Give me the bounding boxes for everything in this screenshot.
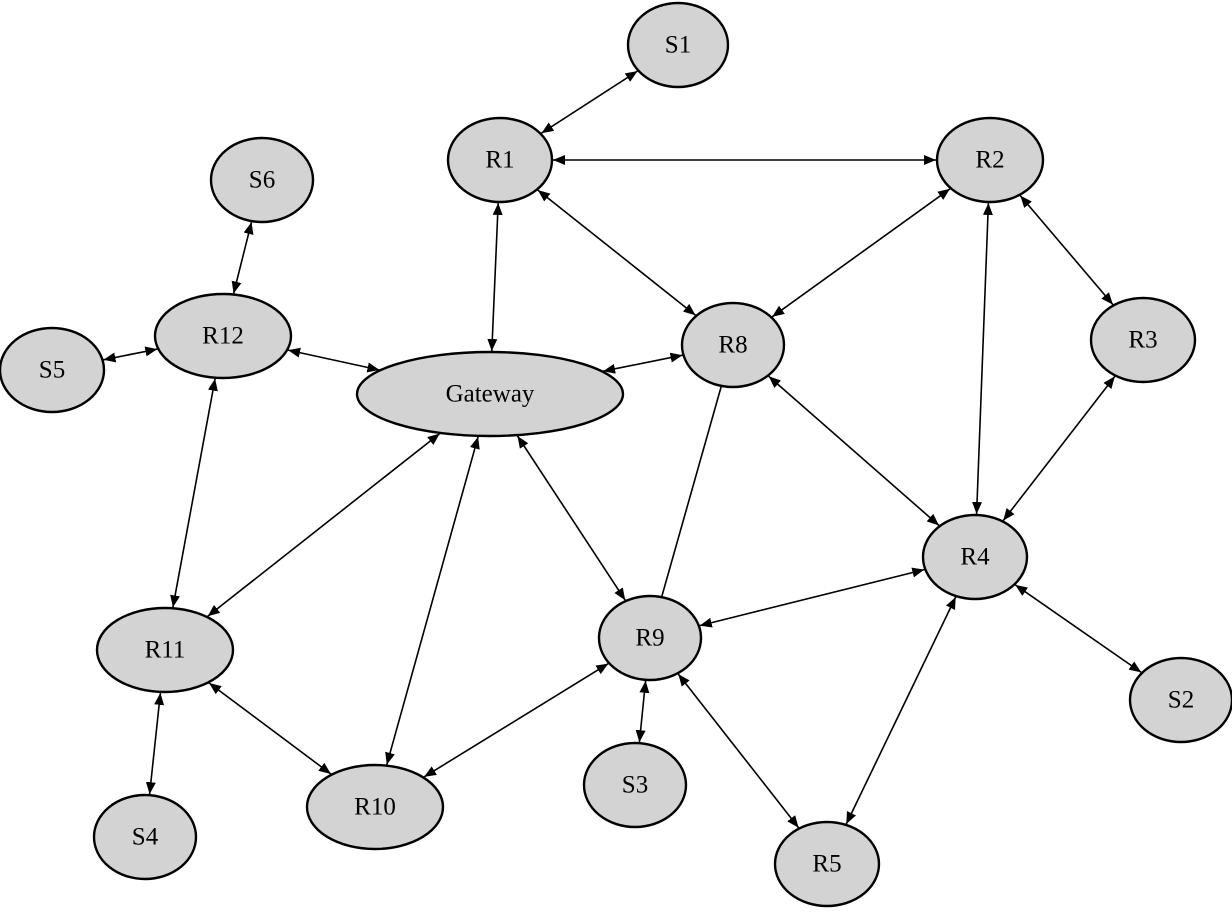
node-r4: R4	[921, 513, 1029, 601]
node-r11: R11	[95, 606, 235, 694]
node-r12-shape	[153, 292, 293, 380]
edge-gateway-r9	[516, 435, 626, 601]
node-s6-shape	[209, 136, 315, 224]
edge-r2-r8	[771, 188, 951, 318]
node-r2-shape	[935, 116, 1045, 204]
edge-s5-r12	[103, 346, 158, 363]
node-r4-shape	[921, 513, 1029, 601]
edge-r4-r5	[845, 596, 957, 825]
node-r2: R2	[935, 116, 1045, 204]
node-r3-shape	[1089, 296, 1197, 384]
edge-r9-r10	[423, 662, 609, 778]
node-s2-shape	[1128, 656, 1232, 744]
edge-gateway-r8	[602, 352, 683, 374]
node-r12-label: R12	[202, 323, 244, 350]
edge-r4-r9	[699, 567, 925, 628]
node-r5-label: R5	[812, 851, 841, 878]
node-s4-label: S4	[132, 824, 159, 851]
node-r10-label: R10	[354, 794, 396, 821]
node-s4: S4	[92, 793, 198, 881]
node-r9-label: R9	[635, 625, 664, 652]
node-r1-label: R1	[485, 147, 514, 174]
node-r8-shape	[680, 301, 786, 389]
node-r8: R8	[680, 301, 786, 389]
edge-r1-gateway	[487, 202, 503, 352]
node-s2: S2	[1128, 656, 1232, 744]
node-s3-shape	[582, 741, 688, 829]
edge-r8-r9	[661, 386, 722, 597]
edge-r2-r4	[972, 202, 993, 515]
node-r10-shape	[305, 763, 445, 851]
edge-gateway-r10	[385, 436, 480, 765]
node-r2-label: R2	[975, 147, 1004, 174]
node-r5: R5	[773, 820, 881, 908]
edges-layer	[103, 70, 1142, 829]
edge-r9-s3	[635, 680, 650, 743]
edge-r2-r3	[1019, 195, 1114, 306]
node-r3-label: R3	[1128, 327, 1157, 354]
edge-r4-s2	[1014, 584, 1142, 674]
edge-r3-r4	[1002, 375, 1116, 522]
node-s5-label: S5	[39, 357, 65, 384]
edge-r1-r8	[537, 189, 696, 316]
edge-r11-s4	[145, 692, 165, 795]
node-gateway: Gateway	[355, 350, 625, 438]
edge-r8-r4	[768, 375, 940, 527]
node-r11-label: R11	[145, 637, 186, 664]
node-s3-label: S3	[622, 772, 648, 799]
node-r11-shape	[95, 606, 235, 694]
node-s1-label: S1	[665, 32, 691, 59]
node-r4-label: R4	[960, 544, 990, 571]
node-gateway-shape	[355, 350, 625, 438]
node-s6-label: S6	[249, 167, 275, 194]
edge-s1-r1	[540, 70, 638, 134]
edge-r9-r5	[677, 673, 800, 829]
node-r1-shape	[446, 116, 554, 204]
node-s4-shape	[92, 793, 198, 881]
edge-r12-r11	[170, 378, 218, 608]
node-s1-shape	[626, 1, 730, 89]
node-s5: S5	[0, 326, 106, 414]
node-gateway-label: Gateway	[446, 381, 535, 408]
edge-r11-r10	[208, 682, 332, 775]
node-r12: R12	[153, 292, 293, 380]
node-r1: R1	[446, 116, 554, 204]
node-s1: S1	[626, 1, 730, 89]
node-r10: R10	[305, 763, 445, 851]
node-s5-shape	[0, 326, 106, 414]
node-s6: S6	[209, 136, 315, 224]
node-r5-shape	[773, 820, 881, 908]
node-r9-shape	[597, 594, 703, 682]
node-s3: S3	[582, 741, 688, 829]
node-r9: R9	[597, 594, 703, 682]
edge-gateway-r11	[207, 432, 441, 617]
node-s2-label: S2	[1168, 687, 1194, 714]
edge-s6-r12	[231, 221, 254, 294]
node-r3: R3	[1089, 296, 1197, 384]
edge-r12-gateway	[287, 347, 380, 373]
node-r8-label: R8	[718, 332, 747, 359]
